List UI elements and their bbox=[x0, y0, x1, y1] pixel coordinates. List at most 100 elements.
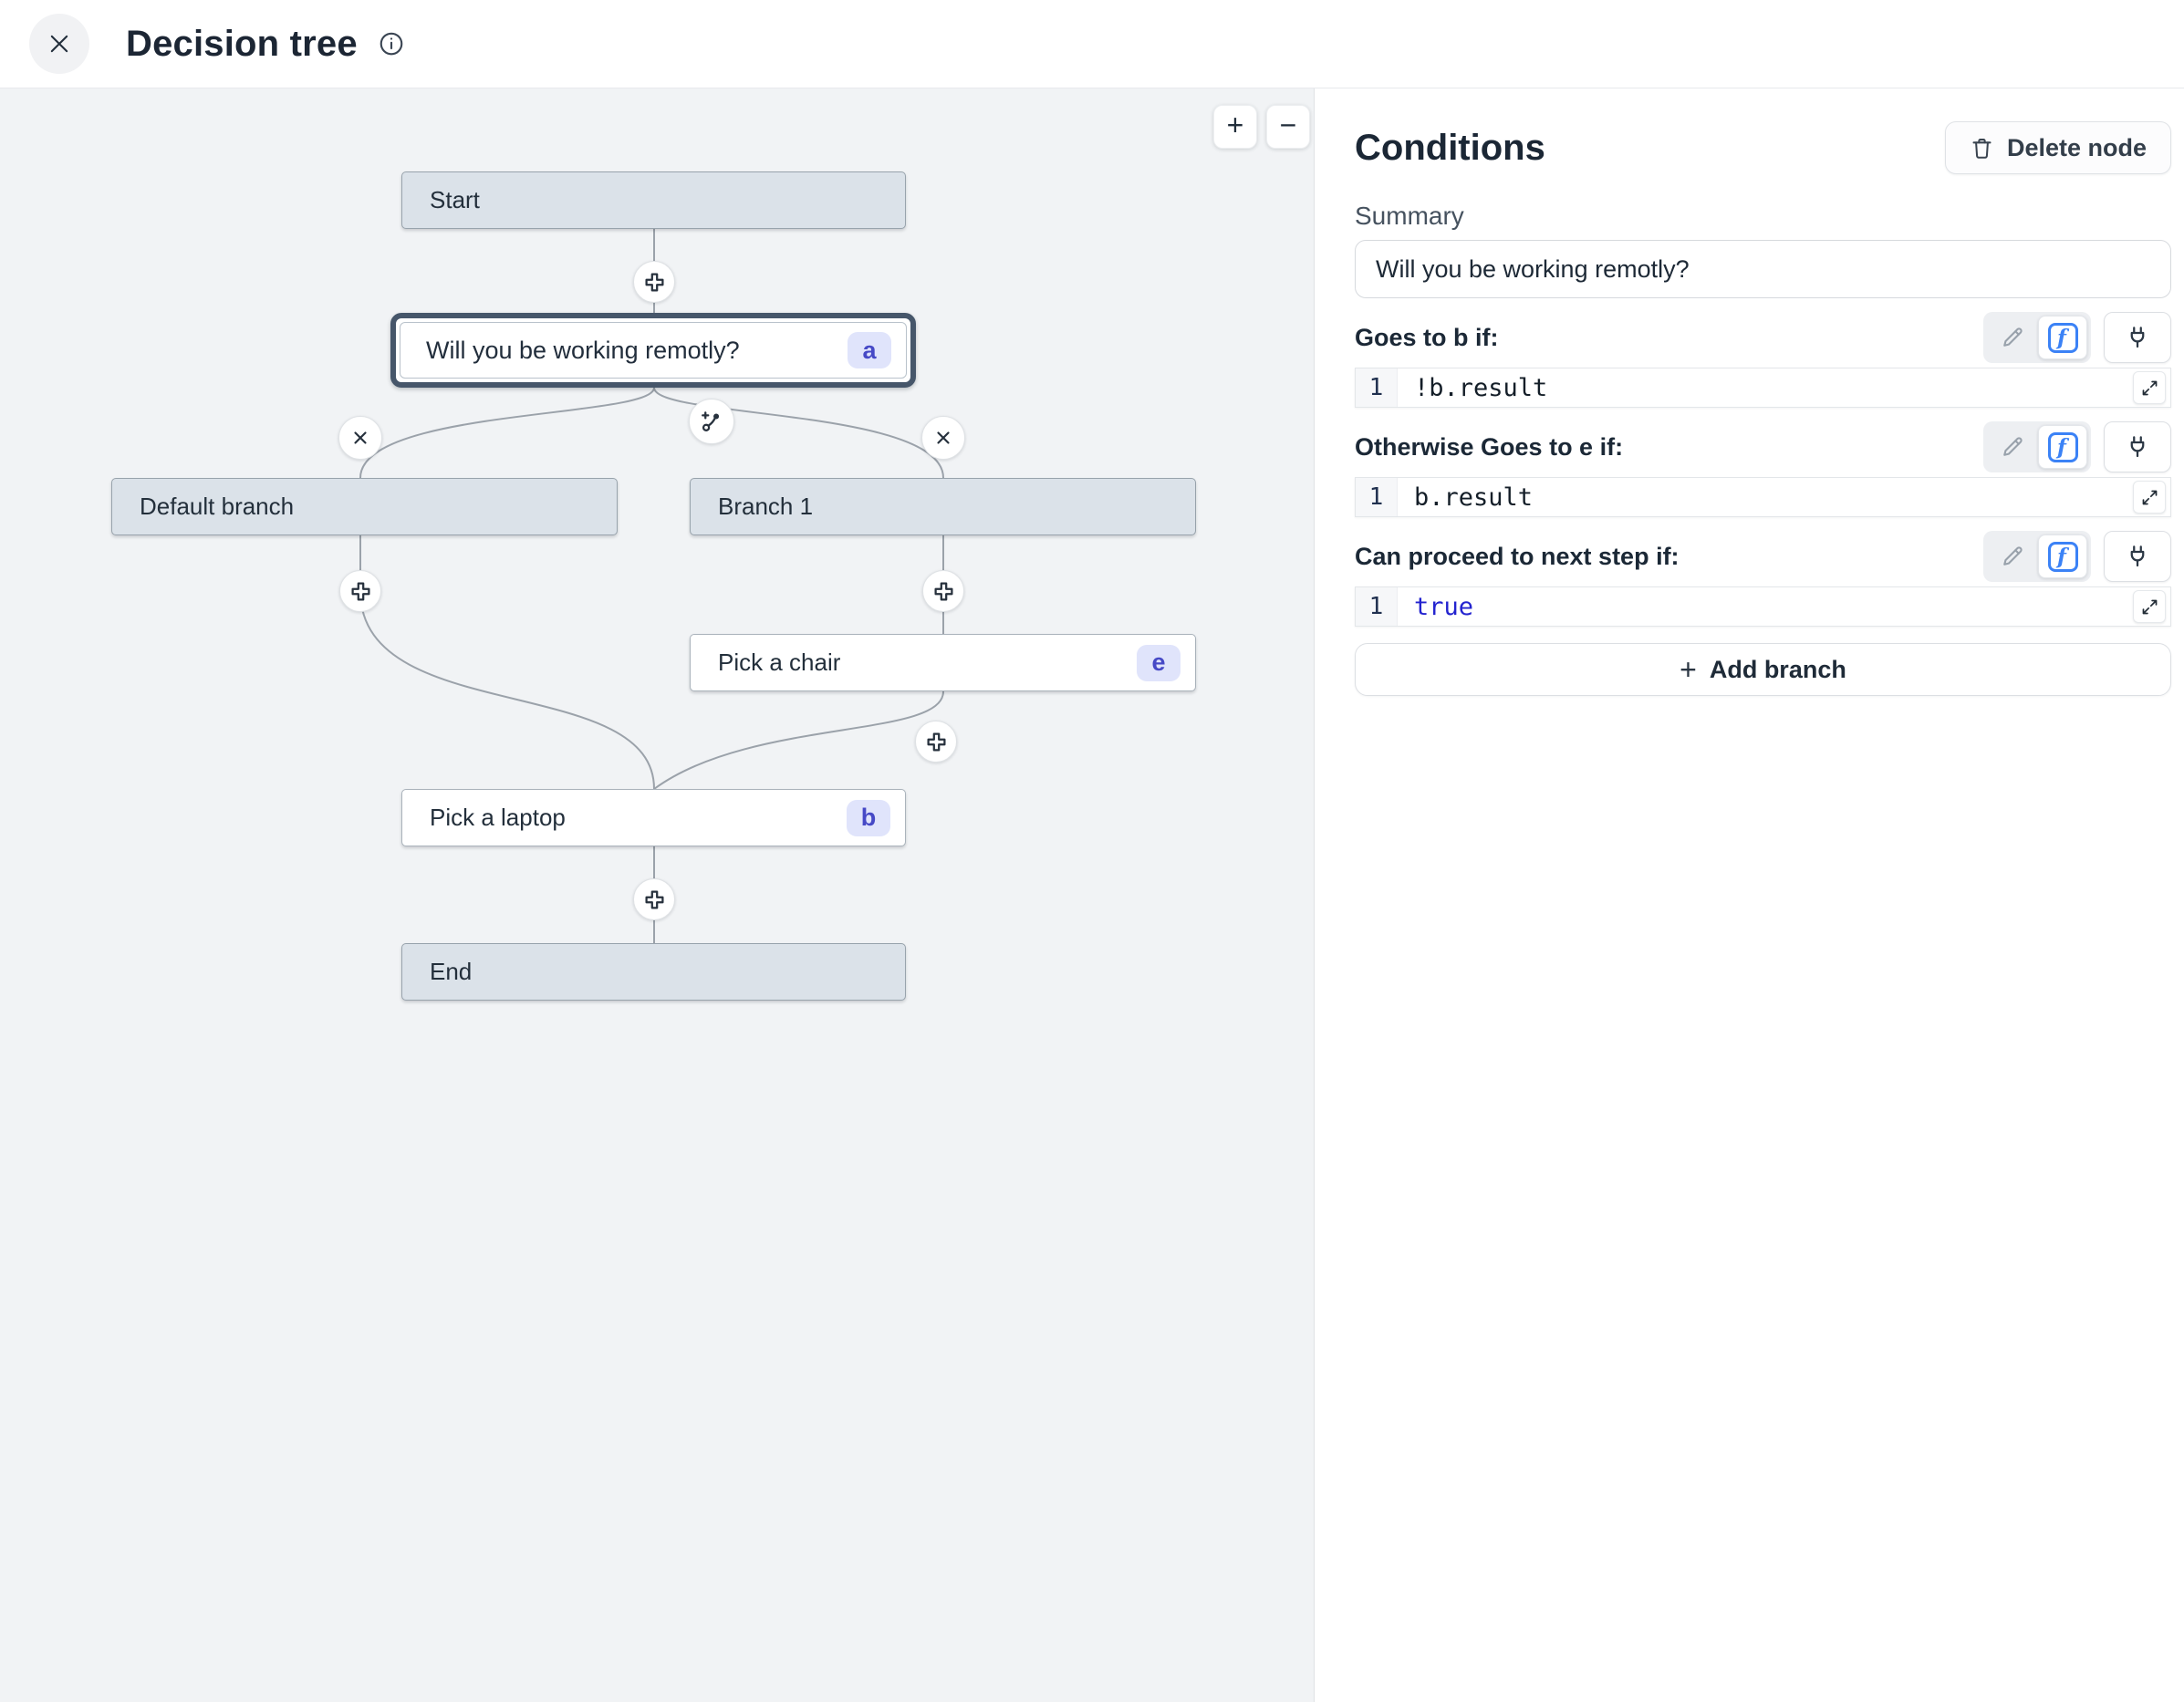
pencil-icon bbox=[2000, 325, 2025, 350]
node-branch-1[interactable]: Branch 1 bbox=[690, 478, 1196, 535]
expand-editor-button[interactable] bbox=[2133, 481, 2166, 514]
node-label: Branch 1 bbox=[691, 493, 1195, 521]
section-label: Goes to b if: bbox=[1355, 324, 1499, 352]
pencil-icon bbox=[2000, 544, 2025, 569]
fx-icon: f bbox=[2048, 542, 2078, 572]
fx-icon: f bbox=[2048, 323, 2078, 353]
line-number: 1 bbox=[1356, 587, 1398, 626]
summary-input[interactable] bbox=[1355, 240, 2171, 298]
add-node-button[interactable] bbox=[915, 721, 957, 763]
add-node-button[interactable] bbox=[633, 261, 675, 303]
line-number: 1 bbox=[1356, 368, 1398, 407]
plug-icon bbox=[2124, 324, 2151, 351]
section-label: Can proceed to next step if: bbox=[1355, 543, 1680, 571]
close-icon bbox=[47, 31, 72, 57]
add-branch-button[interactable]: + Add branch bbox=[1355, 643, 2171, 696]
plug-icon bbox=[2124, 543, 2151, 570]
plus-outline-icon bbox=[931, 579, 956, 604]
condition-section-goes-to-e: Otherwise Goes to e if: f bbox=[1355, 420, 2171, 517]
node-label: Start bbox=[402, 186, 905, 214]
flow-canvas[interactable]: Start Will you be working remotly? a Def… bbox=[0, 88, 1314, 1702]
add-branch-label: Add branch bbox=[1710, 656, 1846, 684]
node-label: Pick a laptop bbox=[402, 804, 847, 832]
summary-label: Summary bbox=[1355, 202, 2171, 231]
close-button[interactable] bbox=[29, 14, 89, 74]
code-editor[interactable]: 1 !b.result bbox=[1355, 368, 2171, 408]
node-label: Pick a chair bbox=[691, 649, 1137, 677]
node-question-selected[interactable]: Will you be working remotly? a bbox=[390, 313, 916, 388]
plus-outline-icon bbox=[348, 579, 373, 604]
plus-outline-icon bbox=[642, 270, 667, 295]
connect-data-button[interactable] bbox=[2104, 421, 2171, 472]
expand-icon bbox=[2140, 488, 2159, 507]
code-text: true bbox=[1398, 587, 2170, 626]
panel-title: Conditions bbox=[1355, 128, 1545, 169]
edge-question-default bbox=[360, 388, 654, 478]
code-text: b.result bbox=[1398, 478, 2170, 516]
condition-section-goes-to-b: Goes to b if: f bbox=[1355, 311, 2171, 408]
code-editor[interactable]: 1 b.result bbox=[1355, 477, 2171, 517]
condition-section-can-proceed: Can proceed to next step if: f bbox=[1355, 530, 2171, 627]
expand-icon bbox=[2140, 379, 2159, 398]
node-pick-a-chair[interactable]: Pick a chair e bbox=[690, 634, 1196, 691]
expand-icon bbox=[2140, 597, 2159, 617]
section-header: Goes to b if: f bbox=[1355, 311, 2171, 364]
add-node-button[interactable] bbox=[339, 570, 381, 612]
node-end[interactable]: End bbox=[401, 943, 906, 1001]
fx-icon: f bbox=[2048, 432, 2078, 462]
pencil-icon bbox=[2000, 434, 2025, 460]
section-header: Otherwise Goes to e if: f bbox=[1355, 420, 2171, 473]
trash-icon bbox=[1970, 136, 1994, 161]
app-header: Decision tree bbox=[0, 0, 2184, 88]
plus-outline-icon bbox=[924, 730, 949, 754]
delete-node-button[interactable]: Delete node bbox=[1945, 121, 2171, 174]
info-icon[interactable] bbox=[378, 30, 405, 57]
node-badge: a bbox=[848, 332, 891, 368]
editor-mode-toggle: f bbox=[1983, 531, 2091, 582]
plug-icon bbox=[2124, 433, 2151, 461]
code-editor[interactable]: 1 true bbox=[1355, 586, 2171, 627]
expand-editor-button[interactable] bbox=[2133, 371, 2166, 404]
node-start[interactable]: Start bbox=[401, 171, 906, 229]
add-node-button[interactable] bbox=[633, 878, 675, 920]
plus-outline-icon bbox=[642, 887, 667, 912]
page-title: Decision tree bbox=[126, 24, 358, 65]
section-label: Otherwise Goes to e if: bbox=[1355, 433, 1623, 462]
code-text: !b.result bbox=[1398, 368, 2170, 407]
section-header: Can proceed to next step if: f bbox=[1355, 530, 2171, 583]
expression-mode-button[interactable]: f bbox=[2038, 425, 2087, 469]
zoom-in-button[interactable]: + bbox=[1213, 105, 1257, 149]
text-mode-button[interactable] bbox=[1987, 316, 2038, 359]
delete-node-label: Delete node bbox=[2007, 134, 2147, 162]
plus-icon: + bbox=[1680, 653, 1697, 687]
section-controls: f bbox=[1983, 421, 2171, 472]
x-icon bbox=[350, 428, 370, 448]
delete-branch-button[interactable] bbox=[338, 416, 382, 460]
text-mode-button[interactable] bbox=[1987, 534, 2038, 578]
node-badge: b bbox=[847, 800, 890, 836]
edge-chair-laptop bbox=[654, 691, 943, 789]
text-mode-button[interactable] bbox=[1987, 425, 2038, 469]
add-branch-connector-button[interactable] bbox=[689, 399, 734, 444]
line-number: 1 bbox=[1356, 478, 1398, 516]
editor-mode-toggle: f bbox=[1983, 312, 2091, 363]
expand-editor-button[interactable] bbox=[2133, 590, 2166, 623]
node-question-inner: Will you be working remotly? a bbox=[400, 322, 907, 379]
zoom-out-button[interactable]: − bbox=[1266, 105, 1310, 149]
node-pick-a-laptop[interactable]: Pick a laptop b bbox=[401, 789, 906, 846]
expression-mode-button[interactable]: f bbox=[2038, 534, 2087, 578]
node-label: End bbox=[402, 958, 905, 986]
node-default-branch[interactable]: Default branch bbox=[111, 478, 618, 535]
connect-data-button[interactable] bbox=[2104, 531, 2171, 582]
editor-mode-toggle: f bbox=[1983, 421, 2091, 472]
section-controls: f bbox=[1983, 312, 2171, 363]
expression-mode-button[interactable]: f bbox=[2038, 316, 2087, 359]
branch-route-icon bbox=[699, 409, 725, 435]
panel-header: Conditions Delete node bbox=[1355, 121, 2171, 174]
edge-default-laptop bbox=[360, 535, 654, 789]
add-node-button[interactable] bbox=[922, 570, 964, 612]
connect-data-button[interactable] bbox=[2104, 312, 2171, 363]
node-label: Default branch bbox=[112, 493, 617, 521]
node-badge: e bbox=[1137, 645, 1180, 681]
delete-branch-button[interactable] bbox=[921, 416, 965, 460]
